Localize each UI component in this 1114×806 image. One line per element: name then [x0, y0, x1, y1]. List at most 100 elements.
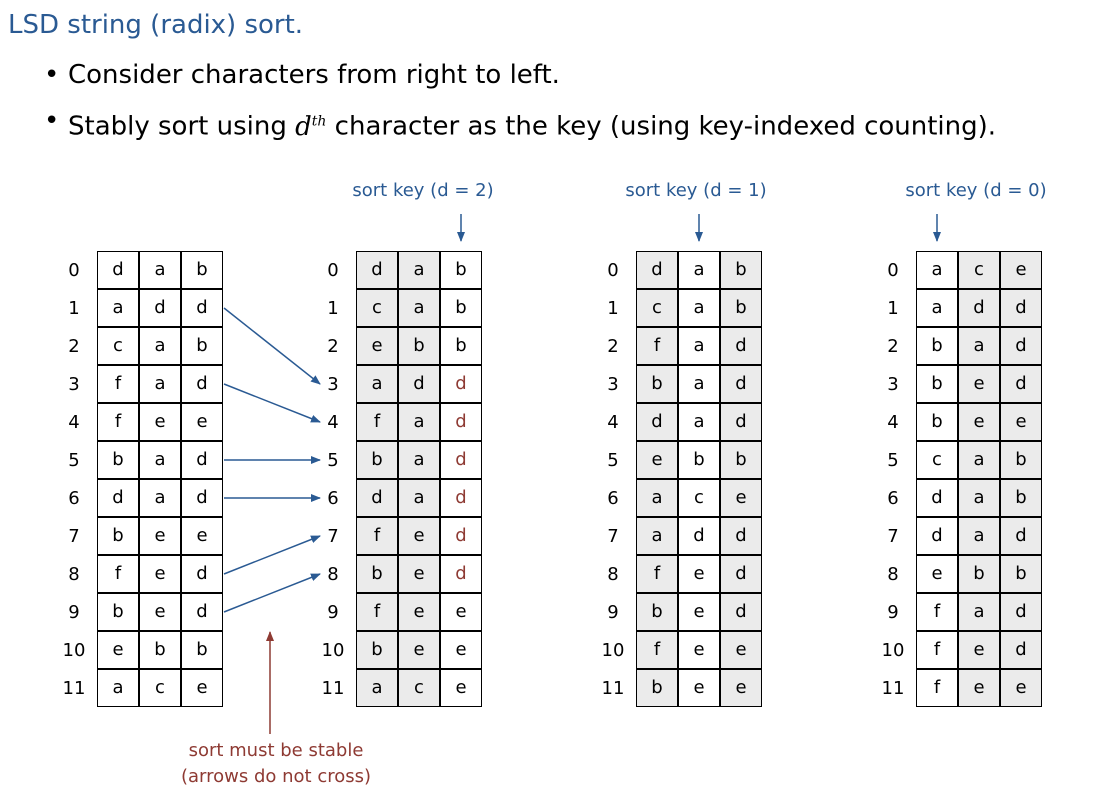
- table-cell: e: [139, 593, 181, 631]
- table-cell: d: [1000, 289, 1042, 327]
- table-cell: e: [636, 441, 678, 479]
- table-cell: b: [440, 289, 482, 327]
- table-cell: d: [1000, 365, 1042, 403]
- stability-arrow: [223, 307, 321, 385]
- row-index: 3: [887, 374, 899, 395]
- table-cell: b: [97, 593, 139, 631]
- table-cell: e: [678, 593, 720, 631]
- table-cell: e: [720, 631, 762, 669]
- table-cell: e: [440, 593, 482, 631]
- table-cell: e: [1000, 669, 1042, 707]
- table-cell: a: [356, 365, 398, 403]
- table-cell: c: [398, 669, 440, 707]
- table-cell: f: [97, 365, 139, 403]
- table-cell: d: [356, 479, 398, 517]
- row-index: 4: [887, 412, 899, 433]
- table-cell: b: [181, 631, 223, 669]
- table-cell: b: [97, 441, 139, 479]
- table-cell: e: [916, 555, 958, 593]
- table-cell: a: [678, 365, 720, 403]
- row-index: 8: [327, 564, 339, 585]
- bullet-list: Consider characters from right to left. …: [44, 58, 996, 150]
- table-cell: b: [636, 593, 678, 631]
- sort-key-label: sort key (d = 1): [625, 180, 767, 201]
- row-index: 4: [68, 412, 80, 433]
- table-cell: e: [958, 631, 1000, 669]
- row-index: 3: [327, 374, 339, 395]
- table-cell: d: [1000, 631, 1042, 669]
- row-index: 2: [327, 336, 339, 357]
- table-cell: d: [181, 441, 223, 479]
- table-cell: d: [1000, 517, 1042, 555]
- table-cell: b: [1000, 441, 1042, 479]
- table-cell: a: [678, 289, 720, 327]
- table-cell: f: [636, 555, 678, 593]
- table-cell: e: [139, 555, 181, 593]
- table-cell: f: [916, 669, 958, 707]
- table-cell: b: [97, 517, 139, 555]
- row-index: 7: [887, 526, 899, 547]
- table-cell: c: [636, 289, 678, 327]
- row-index: 0: [327, 260, 339, 281]
- table-cell: d: [720, 517, 762, 555]
- table-cell: f: [97, 555, 139, 593]
- row-index: 0: [887, 260, 899, 281]
- table-cell: b: [720, 289, 762, 327]
- row-index: 9: [607, 602, 619, 623]
- dth-sup: th: [311, 113, 327, 129]
- table-cell: b: [181, 251, 223, 289]
- table-cell: b: [356, 555, 398, 593]
- stable-note-line2: (arrows do not cross): [180, 766, 372, 787]
- table-cell: d: [181, 555, 223, 593]
- table-cell: b: [636, 669, 678, 707]
- table-cell: d: [398, 365, 440, 403]
- table-cell: b: [139, 631, 181, 669]
- table-cell: e: [958, 365, 1000, 403]
- row-index: 4: [327, 412, 339, 433]
- table-cell: a: [398, 441, 440, 479]
- slide-title: LSD string (radix) sort.: [8, 10, 304, 40]
- table-cell: d: [720, 365, 762, 403]
- table-cell: e: [398, 593, 440, 631]
- table-cell: a: [958, 517, 1000, 555]
- bullet-2-prefix: Stably sort using: [68, 111, 296, 142]
- table-cell: f: [356, 517, 398, 555]
- bullet-2: Stably sort using dth character as the k…: [44, 104, 996, 150]
- table-cell: e: [720, 669, 762, 707]
- row-index: 0: [607, 260, 619, 281]
- stability-arrow: [223, 573, 321, 613]
- table-cell: b: [181, 327, 223, 365]
- stability-arrow: [223, 535, 321, 575]
- sort-key-label: sort key (d = 0): [905, 180, 1047, 201]
- table-cell: d: [720, 327, 762, 365]
- stable-note: sort must be stable (arrows do not cross…: [181, 738, 371, 790]
- table-cell: e: [440, 669, 482, 707]
- row-index: 10: [62, 640, 86, 661]
- table-cell: d: [97, 251, 139, 289]
- table-cell: d: [440, 555, 482, 593]
- row-index: 8: [887, 564, 899, 585]
- table-cell: a: [356, 669, 398, 707]
- table-cell: a: [139, 441, 181, 479]
- table-cell: a: [139, 327, 181, 365]
- stable-note-line1: sort must be stable: [188, 740, 364, 761]
- table-cell: f: [916, 593, 958, 631]
- bullet-1-text: Consider characters from right to left.: [68, 60, 560, 90]
- table-cell: e: [181, 403, 223, 441]
- table-cell: a: [398, 289, 440, 327]
- table-cell: a: [678, 403, 720, 441]
- table-cell: d: [440, 441, 482, 479]
- row-index: 5: [887, 450, 899, 471]
- table-cell: a: [678, 251, 720, 289]
- table-cell: e: [181, 669, 223, 707]
- table-cell: d: [440, 403, 482, 441]
- table-cell: d: [916, 479, 958, 517]
- table-cell: a: [678, 327, 720, 365]
- table-cell: e: [398, 631, 440, 669]
- table-cell: c: [678, 479, 720, 517]
- table-cell: a: [958, 479, 1000, 517]
- table-cell: e: [440, 631, 482, 669]
- table-cell: a: [398, 251, 440, 289]
- table-cell: c: [356, 289, 398, 327]
